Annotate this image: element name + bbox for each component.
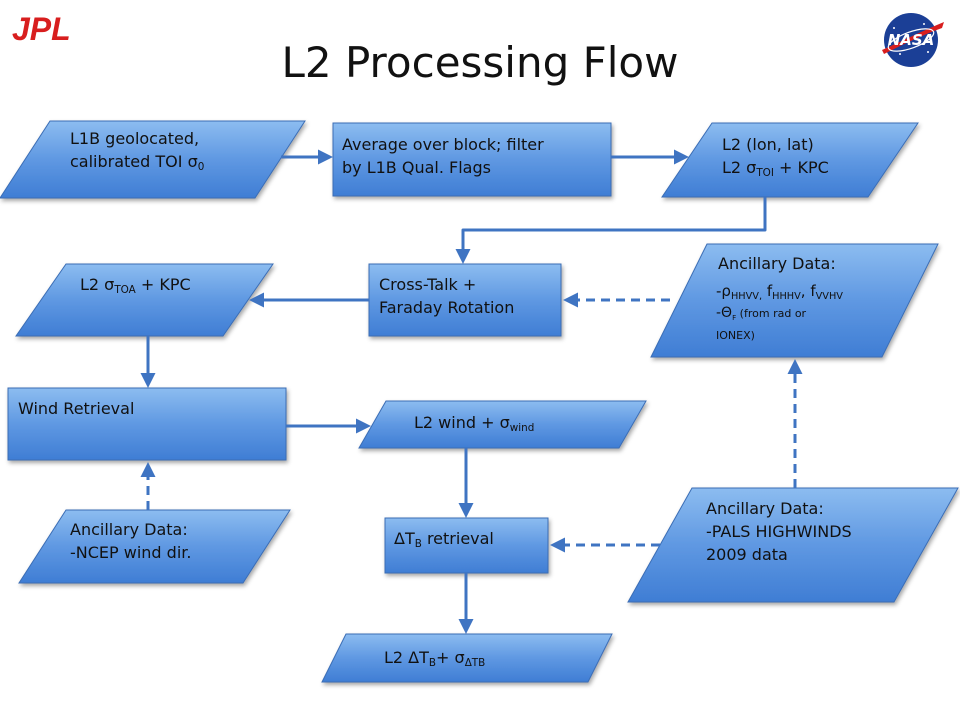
l2-dtb-node [321,633,613,683]
wind-retrieval-label: Wind Retrieval [18,399,135,418]
ancillary-pals-node [627,487,959,603]
crosstalk-label: Cross-Talk + Faraday Rotation [379,275,515,317]
jpl-logo-text: JPL [12,11,71,46]
ancillary1-rho-line: -ρHHVV, fHHHV, fVVHV [716,282,843,302]
ancillary1-ionex-line: IONEX) [716,329,755,342]
l2-dtb-label: L2 ΔTB+ σΔTB [384,648,486,669]
l2-wind-label: L2 wind + σwind [414,413,535,434]
nasa-logo-text: NASA [888,31,935,49]
ancillary-ncep-node [18,509,291,584]
average-node [332,122,612,197]
l2-toa-node [15,263,274,337]
l2-toa-label: L2 σTOA + KPC [80,275,191,296]
ancillary1-theta-line: -ΘF (from rad or [716,305,807,322]
arrow-l2-to-crosstalk [455,197,767,264]
ancillary-ncep-label: Ancillary Data: -NCEP wind dir. [70,520,192,562]
wind-retrieval-node [7,387,287,461]
dtb-node [384,517,549,574]
average-label: Average over block; filter by L1B Qual. … [342,135,544,177]
ancillary1-node [650,243,939,358]
nasa-logo: NASA [880,12,946,72]
crosstalk-node [368,263,562,337]
ancillary-pals-label: Ancillary Data: -PALS HIGHWINDS 2009 dat… [706,499,852,564]
jpl-logo: JPL [10,10,92,50]
l2-lonlat-label: L2 (lon, lat) L2 σTOI + KPC [722,135,829,179]
l2-lonlat-node [661,122,919,198]
page-title: L2 Processing Flow [281,38,679,87]
l1b-node [0,120,306,199]
dtb-label: ΔTB retrieval [394,529,494,550]
ancillary1-title: Ancillary Data: [718,254,836,273]
l1b-label: L1B geolocated, calibrated TOI σ0 [70,129,205,173]
